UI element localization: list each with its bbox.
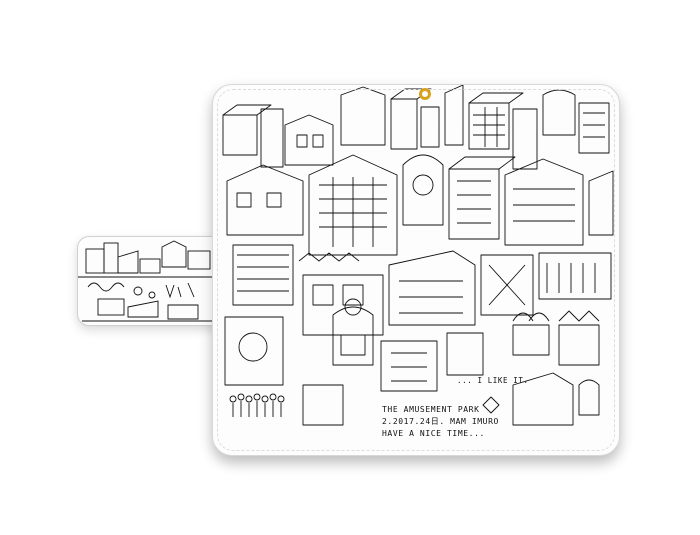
strap-flap (77, 236, 220, 326)
tagline-text: ... I LIKE IT. (457, 376, 529, 385)
strap-ring (419, 88, 431, 100)
caption-line-3: HAVE A NICE TIME... (382, 429, 485, 438)
flap-illustration (78, 240, 220, 322)
phone-case (212, 84, 620, 456)
caption-block: THE AMUSEMENT PARK 2.2017.24日. MAM IMURO… (382, 404, 499, 440)
case-illustration (222, 85, 614, 426)
caption-line-2: 2.2017.24日. MAM IMURO (382, 417, 499, 426)
caption-line-1: THE AMUSEMENT PARK (382, 405, 480, 414)
